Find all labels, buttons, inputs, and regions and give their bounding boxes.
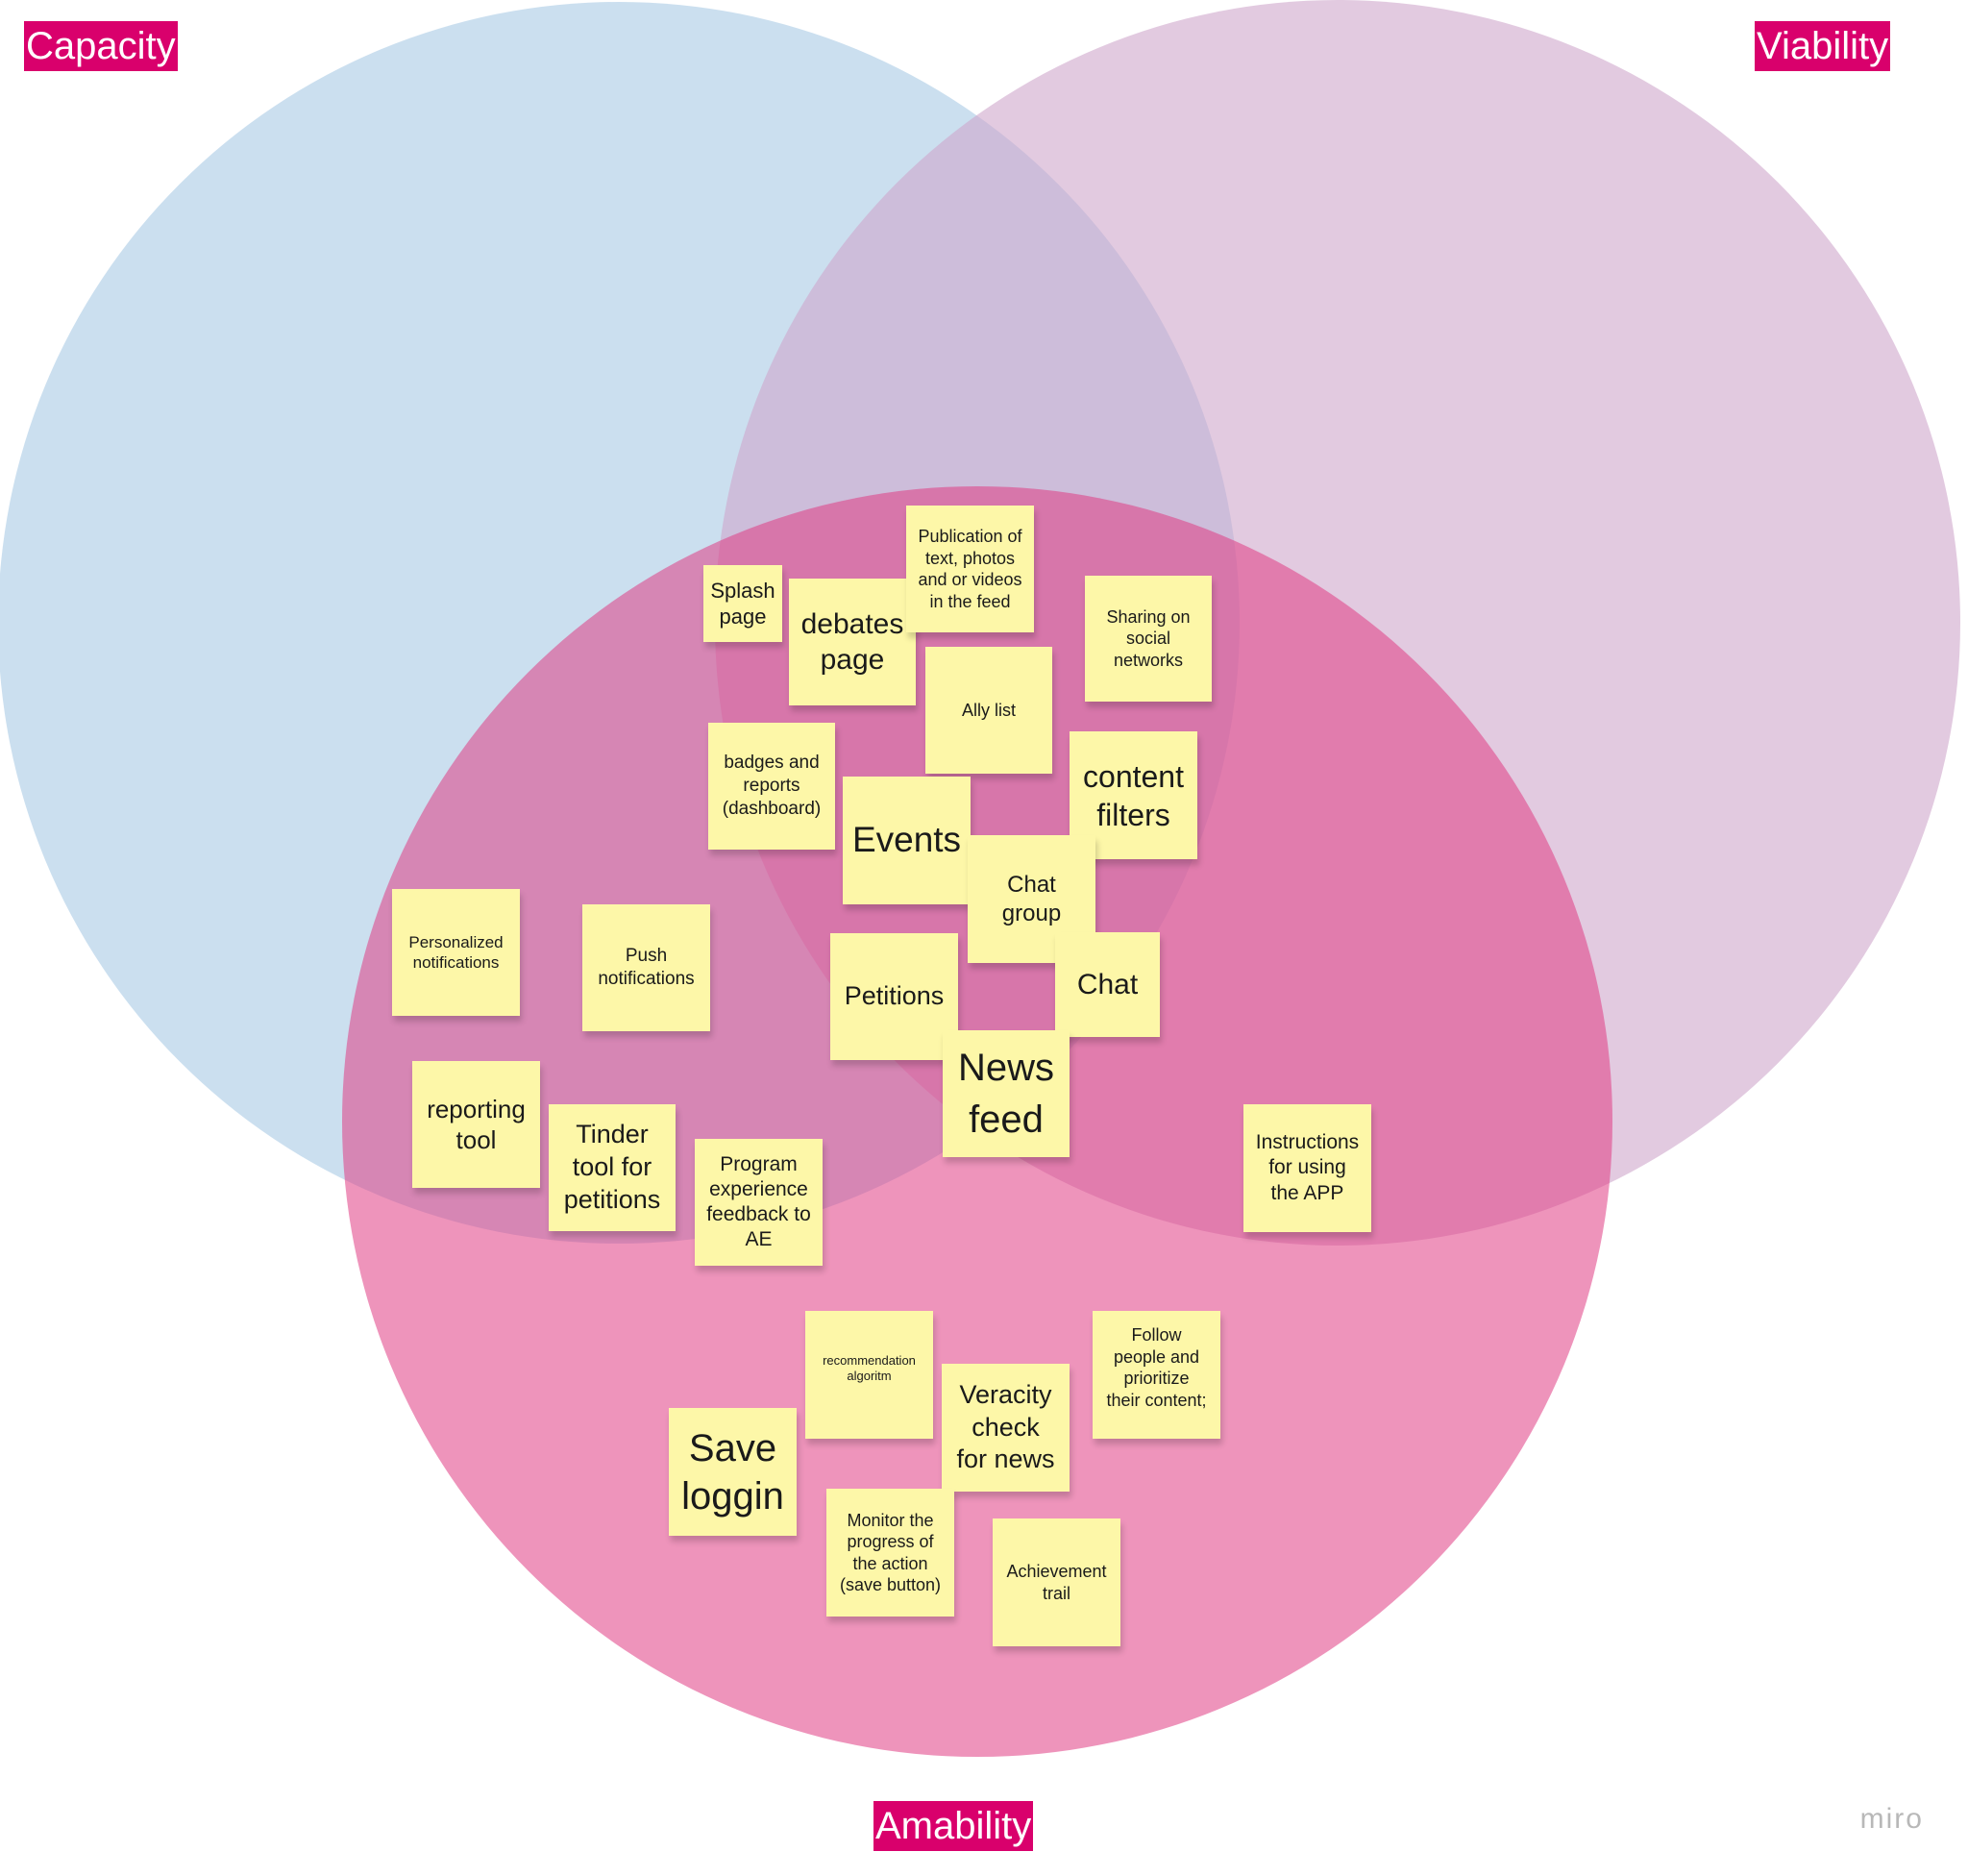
- sticky-note-achievement-trail[interactable]: Achievement trail: [993, 1518, 1120, 1646]
- sticky-note-push-notifications[interactable]: Push notifications: [582, 904, 710, 1031]
- sticky-note-badges[interactable]: badges and reports (dashboard): [708, 723, 835, 850]
- sticky-note-tinder-tool[interactable]: Tinder tool for petitions: [549, 1104, 676, 1231]
- sticky-note-instructions[interactable]: Instructions for using the APP: [1243, 1104, 1371, 1232]
- sticky-note-petitions[interactable]: Petitions: [830, 933, 958, 1060]
- sticky-note-reporting-tool[interactable]: reporting tool: [412, 1061, 540, 1188]
- sticky-note-publication[interactable]: Publication of text, photos and or video…: [906, 506, 1034, 632]
- sticky-note-personalized-notifications[interactable]: Personalized notifications: [392, 889, 520, 1016]
- sticky-note-news-feed[interactable]: News feed: [943, 1030, 1070, 1157]
- sticky-note-ally-list[interactable]: Ally list: [925, 647, 1052, 774]
- label-amability: Amability: [873, 1801, 1034, 1851]
- label-capacity: Capacity: [24, 21, 178, 71]
- sticky-note-events[interactable]: Events: [843, 777, 971, 904]
- sticky-note-follow-people[interactable]: Follow people and prioritize their conte…: [1093, 1311, 1220, 1439]
- sticky-note-sharing[interactable]: Sharing on social networks: [1085, 576, 1212, 702]
- sticky-note-content-filters[interactable]: content filters: [1070, 731, 1197, 859]
- sticky-note-monitor-progress[interactable]: Monitor the progress of the action (save…: [826, 1489, 954, 1617]
- sticky-note-debates-page[interactable]: debates page: [789, 579, 916, 705]
- label-viability: Viability: [1755, 21, 1891, 71]
- sticky-note-program-feedback[interactable]: Program experience feedback to AE: [695, 1139, 823, 1266]
- sticky-note-veracity[interactable]: Veracity check for news: [942, 1364, 1070, 1492]
- sticky-note-recommendation[interactable]: recommendation algoritm: [805, 1311, 933, 1439]
- sticky-note-splash-page[interactable]: Splash page: [703, 565, 782, 642]
- sticky-note-save-loggin[interactable]: Save loggin: [669, 1408, 797, 1536]
- miro-watermark: miro: [1859, 1803, 1924, 1835]
- sticky-note-chat[interactable]: Chat: [1055, 932, 1160, 1037]
